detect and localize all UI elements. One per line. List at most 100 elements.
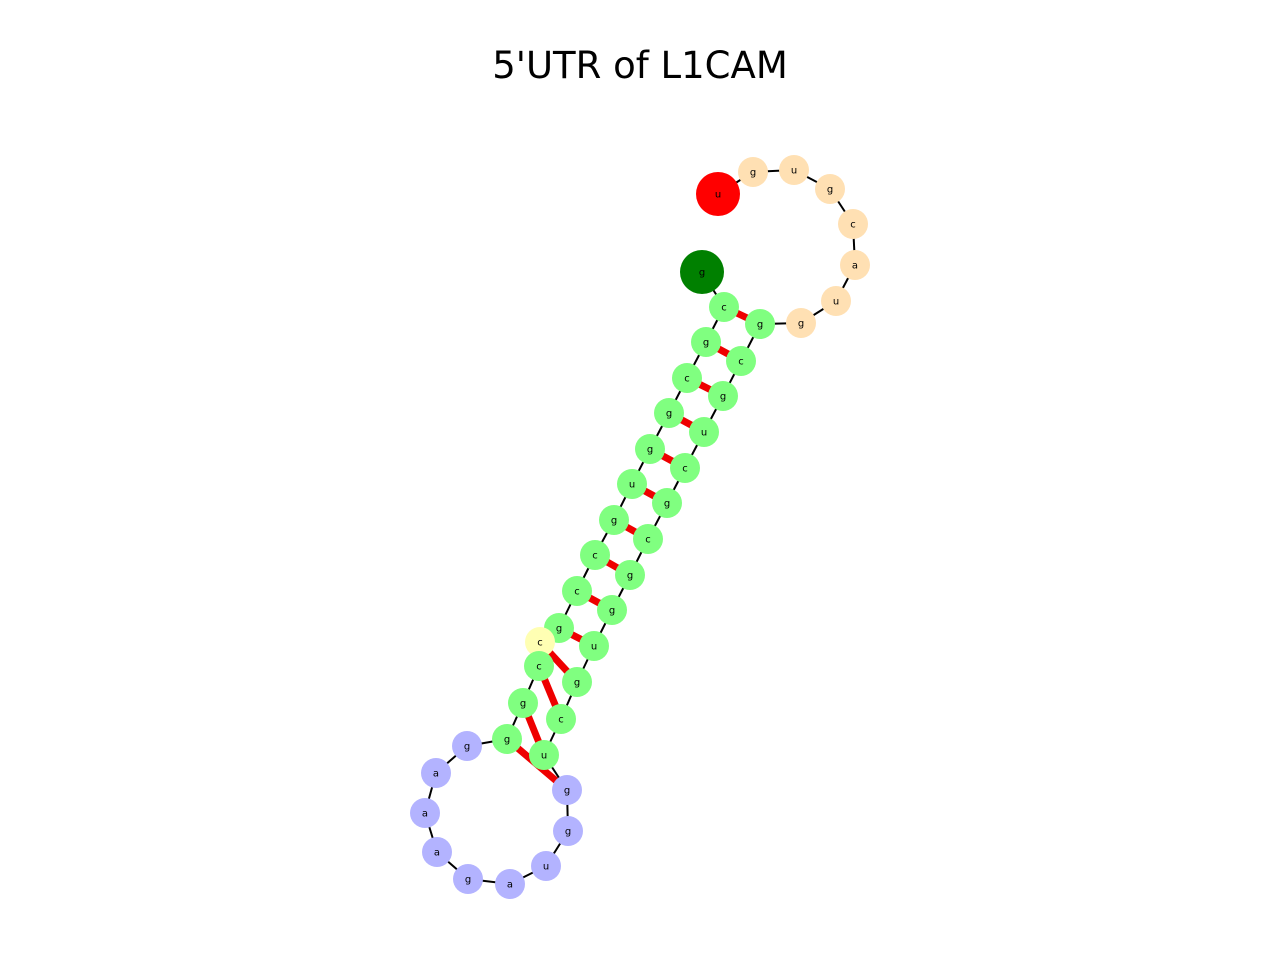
nucleotide-circle: [410, 798, 440, 828]
nucleotide-label: c: [721, 303, 727, 314]
nucleotide-label: g: [504, 735, 510, 746]
nucleotide-label: a: [852, 261, 858, 272]
nucleotide-stem: c: [672, 363, 702, 393]
nucleotide-circle: [680, 250, 724, 294]
nucleotide-circle: [597, 595, 627, 625]
nucleotide-circle: [599, 505, 629, 535]
nucleotide-circle: [615, 560, 645, 590]
nucleotide-label: u: [591, 642, 597, 653]
nucleotide-bulge: c: [525, 627, 555, 657]
nucleotide-stem: c: [546, 704, 576, 734]
nucleotide-circle: [786, 308, 816, 338]
nucleotide-circle: [529, 740, 559, 770]
nucleotide-stem: c: [580, 540, 610, 570]
nucleotide-label: c: [738, 357, 744, 368]
nucleotide-label: g: [627, 571, 633, 582]
nucleotide-label: g: [757, 320, 763, 331]
nucleotide-circle: [579, 631, 609, 661]
nucleotide-label: c: [850, 220, 856, 231]
nucleotide-label: u: [715, 190, 721, 201]
nucleotide-start-5prime: g: [680, 250, 724, 294]
nucleotide-circle: [738, 157, 768, 187]
nucleotide-stem: c: [670, 453, 700, 483]
nucleotide-label: a: [422, 809, 428, 820]
nucleotide-circle: [838, 209, 868, 239]
nucleotide-circle: [495, 869, 525, 899]
nucleotide-hairpin-loop: a: [422, 837, 452, 867]
nucleotide-circle: [708, 381, 738, 411]
nucleotide-label: g: [827, 185, 833, 196]
nucleotide-label: c: [574, 587, 580, 598]
nucleotide-stem: g: [745, 309, 775, 339]
nucleotide-circle: [821, 286, 851, 316]
nucleotide-circle: [508, 688, 538, 718]
nucleotide-circle: [696, 172, 740, 216]
nucleotide-stem: g: [635, 434, 665, 464]
nucleotide-hairpin-loop: a: [410, 798, 440, 828]
nucleotide-circle: [652, 488, 682, 518]
nucleotide-label: a: [434, 848, 440, 859]
nucleotide-circle: [552, 775, 582, 805]
nucleotide-stem: u: [529, 740, 559, 770]
nucleotide-circle: [421, 758, 451, 788]
nucleotide-circle: [670, 453, 700, 483]
nucleotide-hairpin-loop: g: [453, 864, 483, 894]
nucleotide-external-loop: u: [821, 286, 851, 316]
nucleotide-stem: g: [615, 560, 645, 590]
nucleotide-external-loop: u: [779, 155, 809, 185]
nucleotide-hairpin-loop: u: [531, 851, 561, 881]
nucleotide-circle: [453, 864, 483, 894]
nucleotide-circle: [689, 417, 719, 447]
nucleotide-label: g: [565, 827, 571, 838]
nucleotide-stem: g: [652, 488, 682, 518]
nucleotide-label: g: [798, 319, 804, 330]
nucleotide-label: u: [701, 428, 707, 439]
nucleotide-circle: [531, 851, 561, 881]
nucleotide-label: c: [536, 662, 542, 673]
page-title: 5'UTR of L1CAM: [492, 44, 788, 87]
nucleotide-label: c: [684, 374, 690, 385]
nucleotide-external-loop: c: [838, 209, 868, 239]
nucleotide-stem: u: [617, 469, 647, 499]
nucleotide-circle: [709, 292, 739, 322]
base-pair-bonds: [504, 303, 762, 793]
nucleotide-label: g: [664, 499, 670, 510]
nucleotide-circle: [745, 309, 775, 339]
nucleotide-end-3prime: u: [696, 172, 740, 216]
nucleotide-circle: [562, 667, 592, 697]
nucleotide-label: g: [564, 786, 570, 797]
nucleotide-circle: [562, 576, 592, 606]
nucleotide-label: g: [699, 268, 705, 279]
nucleotide-stem: c: [562, 576, 592, 606]
nucleotide-circle: [726, 346, 756, 376]
nucleotide-label: c: [558, 715, 564, 726]
nucleotide-stem: c: [709, 292, 739, 322]
nucleotide-label: c: [645, 535, 651, 546]
nucleotide-circle: [422, 837, 452, 867]
nucleotide-label: g: [611, 516, 617, 527]
nucleotide-label: g: [556, 624, 562, 635]
nucleotide-label: u: [541, 751, 547, 762]
nucleotide-circle: [546, 704, 576, 734]
nucleotide-label: g: [666, 409, 672, 420]
nucleotide-hairpin-loop: g: [553, 816, 583, 846]
nucleotide-stem: c: [524, 651, 554, 681]
nucleotide-circle: [452, 731, 482, 761]
nucleotide-circle: [815, 174, 845, 204]
nucleotide-stem: g: [492, 724, 522, 754]
nucleotide-stem: u: [579, 631, 609, 661]
nucleotide-stem: c: [633, 524, 663, 554]
nucleotide-label: u: [791, 166, 797, 177]
nucleotide-circle: [840, 250, 870, 280]
nucleotide-label: c: [682, 464, 688, 475]
nucleotide-stem: g: [708, 381, 738, 411]
nucleotide-circle: [617, 469, 647, 499]
nucleotide-stem: g: [691, 327, 721, 357]
nucleotide-label: g: [464, 742, 470, 753]
nucleotide-stem: g: [597, 595, 627, 625]
nucleotide-hairpin-loop: a: [495, 869, 525, 899]
nucleotide-external-loop: a: [840, 250, 870, 280]
nucleotide-label: g: [465, 875, 471, 886]
nucleotide-label: g: [720, 392, 726, 403]
